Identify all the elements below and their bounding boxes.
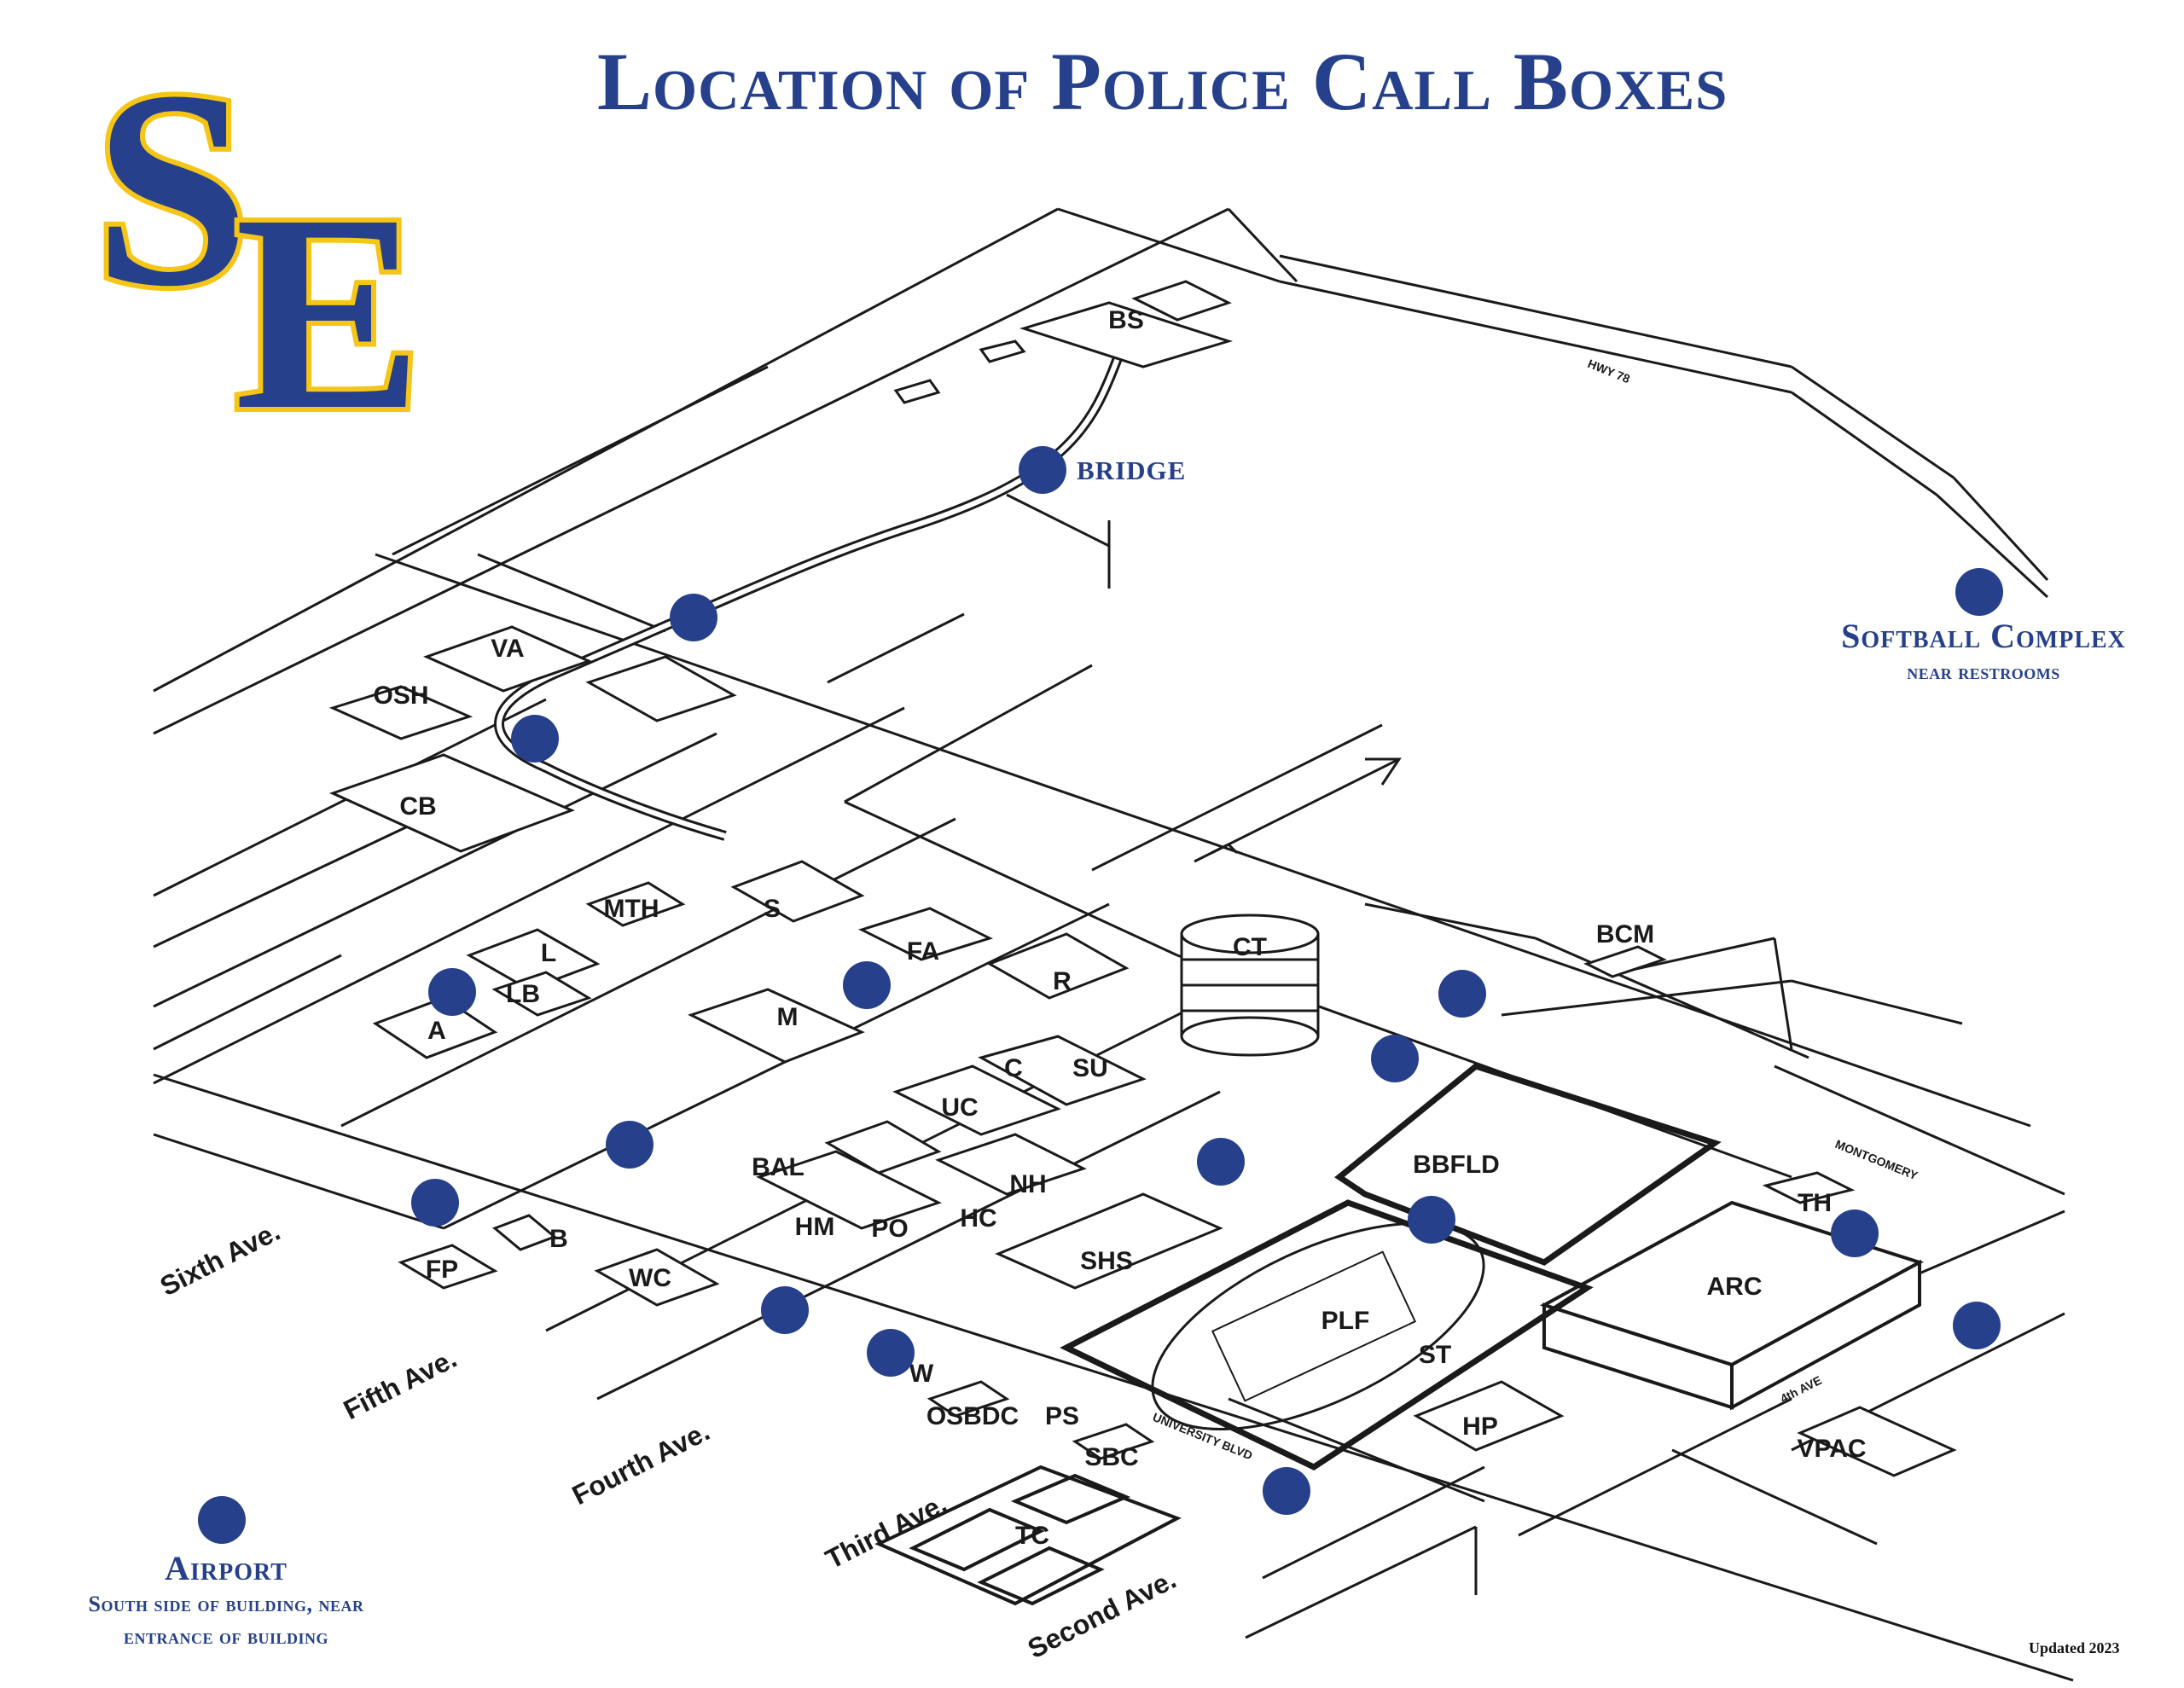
building-labels: BS VA OSH CB MTH S FA R CT BCM L LB A M … xyxy=(373,306,1866,1550)
street-label-montgomery: MONTGOMERY xyxy=(1833,1137,1920,1183)
building-label-tc: TC xyxy=(1015,1522,1049,1550)
street-label-sixth: Sixth Ave. xyxy=(155,1215,285,1302)
airport-callout: Airport South side of building, near ent… xyxy=(51,1548,401,1652)
airport-title: Airport xyxy=(165,1549,288,1587)
building-label-nh: NH xyxy=(1009,1170,1046,1198)
softball-title: Softball Complex xyxy=(1841,617,2126,655)
building-label-c: C xyxy=(1004,1054,1023,1082)
call-box-wc[interactable] xyxy=(761,1286,809,1334)
street-label-third: Third Ave. xyxy=(821,1488,952,1575)
building-label-su: SU xyxy=(1072,1054,1108,1082)
building-label-bal: BAL xyxy=(752,1153,804,1181)
building-label-mth: MTH xyxy=(604,895,659,923)
building-label-s: S xyxy=(764,895,781,923)
call-box-bbfld-sw[interactable] xyxy=(1197,1138,1245,1186)
street-label-fourth: Fourth Ave. xyxy=(567,1416,715,1511)
building-label-bbfld: BBFLD xyxy=(1413,1151,1500,1179)
building-label-ct: CT xyxy=(1233,933,1267,961)
building-label-osbdc: OSBDC xyxy=(926,1402,1019,1430)
street-label-second: Second Ave. xyxy=(1023,1563,1181,1664)
building-label-vpac: VPAC xyxy=(1797,1435,1866,1463)
building-label-arc: ARC xyxy=(1707,1273,1763,1301)
call-box-sixth-ave[interactable] xyxy=(411,1179,459,1227)
building-label-w: W xyxy=(909,1360,934,1388)
call-box-airport[interactable] xyxy=(198,1496,246,1544)
building-label-th: TH xyxy=(1798,1189,1832,1217)
building-label-fa: FA xyxy=(907,937,939,966)
call-box-path-south[interactable] xyxy=(511,715,559,763)
building-label-fp: FP xyxy=(426,1256,458,1284)
street-label-fifth: Fifth Ave. xyxy=(339,1343,462,1425)
building-label-ps: PS xyxy=(1045,1402,1079,1430)
airport-note-line1: South side of building, near xyxy=(88,1592,364,1616)
building-label-hm: HM xyxy=(795,1213,835,1241)
call-box-university-blvd[interactable] xyxy=(1263,1467,1310,1515)
building-label-wc: WC xyxy=(629,1264,671,1292)
tennis-courts xyxy=(874,1465,1182,1606)
building-label-r: R xyxy=(1053,967,1072,995)
building-label-l: L xyxy=(541,939,556,967)
building-label-va: VA xyxy=(491,635,524,663)
street-label-hwy: HWY 78 xyxy=(1586,357,1632,386)
airport-note-line2: entrance of building xyxy=(123,1623,329,1649)
building-label-sbc: SBC xyxy=(1084,1443,1138,1471)
building-label-bcm: BCM xyxy=(1596,920,1654,948)
call-box-lb[interactable] xyxy=(428,968,476,1016)
call-boxes xyxy=(198,446,2003,1544)
building-label-cb: CB xyxy=(399,792,436,821)
call-box-bridge[interactable] xyxy=(1019,446,1066,494)
call-box-th[interactable] xyxy=(1831,1209,1879,1257)
se-logo: S E xyxy=(90,70,427,420)
call-box-ct-east[interactable] xyxy=(1371,1035,1419,1082)
ct-tower xyxy=(1180,914,1320,1057)
call-box-w[interactable] xyxy=(867,1329,915,1377)
call-box-bcm[interactable] xyxy=(1438,970,1486,1018)
building-label-shs: SHS xyxy=(1080,1247,1133,1275)
building-label-hp: HP xyxy=(1462,1412,1498,1441)
building-label-bs: BS xyxy=(1108,306,1144,334)
softball-callout: Softball Complex near restrooms xyxy=(1817,616,2150,688)
north-arrow xyxy=(1194,757,1402,863)
building-label-a: A xyxy=(427,1017,446,1045)
updated-note: Updated 2023 xyxy=(2029,1639,2120,1656)
building-label-b: B xyxy=(549,1225,568,1253)
call-box-quad[interactable] xyxy=(606,1121,653,1169)
building-label-lb: LB xyxy=(506,980,540,1008)
building-label-osh: OSH xyxy=(373,682,428,710)
logo-s-letter: S xyxy=(94,70,251,345)
call-box-bbfld-south[interactable] xyxy=(1408,1196,1455,1244)
call-box-path-north[interactable] xyxy=(670,594,717,641)
athletic-fields xyxy=(1060,1063,1722,1471)
buildings xyxy=(328,280,1957,1477)
call-box-fa[interactable] xyxy=(843,961,891,1009)
softball-note: near restrooms xyxy=(1907,659,2060,684)
call-box-softball-complex[interactable] xyxy=(1955,568,2003,616)
building-label-uc: UC xyxy=(941,1093,978,1122)
call-box-east-edge[interactable] xyxy=(1953,1302,2001,1349)
building-label-plf: PLF xyxy=(1321,1307,1370,1335)
building-label-m: M xyxy=(777,1003,799,1031)
building-label-st: ST xyxy=(1419,1341,1451,1369)
building-label-po: PO xyxy=(871,1215,908,1243)
page-title: Location of Police Call Boxes xyxy=(597,36,1728,127)
bridge-walkway xyxy=(494,356,1123,841)
logo-e-letter: E xyxy=(235,157,422,420)
building-label-hc: HC xyxy=(960,1204,996,1233)
bridge-label: BRIDGE xyxy=(1077,455,1187,485)
